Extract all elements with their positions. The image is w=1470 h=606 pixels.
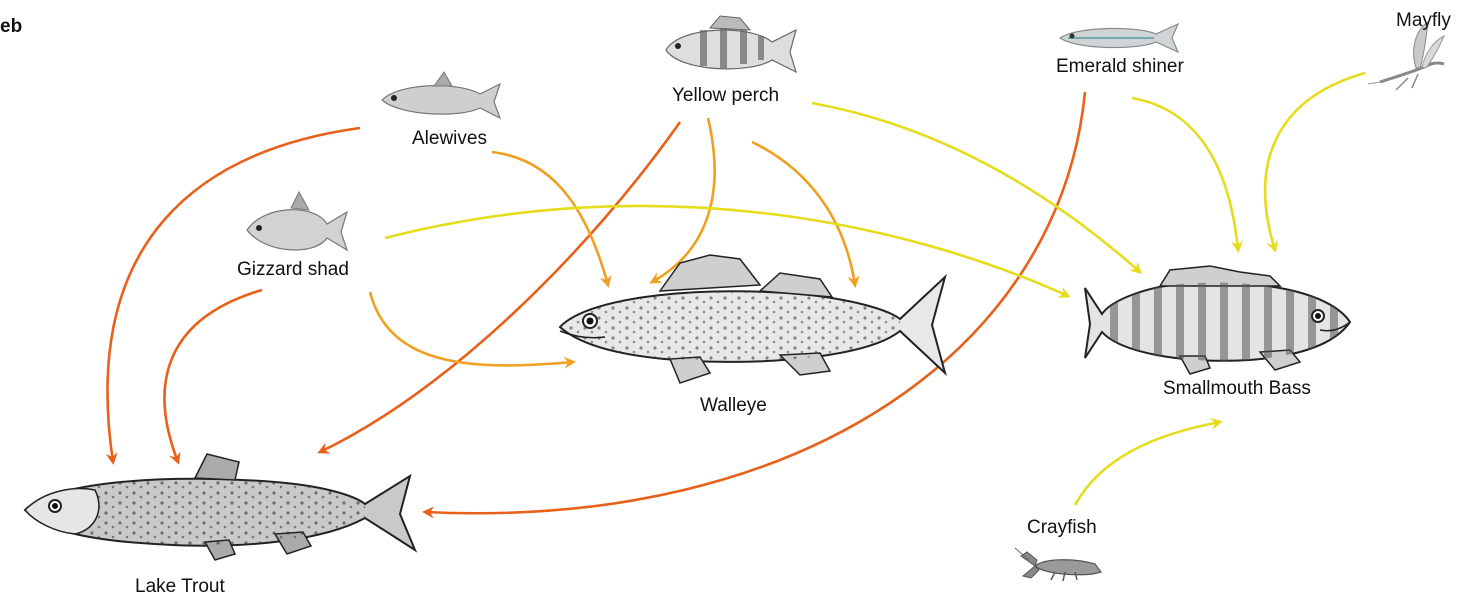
crayfish-icon <box>1015 548 1101 581</box>
arrow-mayfly-to-smallmouth-bass <box>1265 73 1365 250</box>
label-emerald-shiner: Emerald shiner <box>1056 56 1184 78</box>
yellow-perch-icon <box>666 16 796 72</box>
label-smallmouth-bass: Smallmouth Bass <box>1163 378 1311 400</box>
arrow-yellow-perch-to-lake-trout <box>320 122 680 452</box>
label-mayfly: Mayfly <box>1396 10 1451 32</box>
label-alewives: Alewives <box>412 128 487 150</box>
label-gizzard-shad: Gizzard shad <box>237 259 349 281</box>
gizzard-shad-icon <box>247 192 347 250</box>
arrow-yellow-perch-to-smallmouth-bass <box>812 103 1140 272</box>
arrow-gizzard-shad-to-lake-trout <box>165 290 262 462</box>
arrow-alewives-to-lake-trout <box>108 128 360 462</box>
walleye-icon <box>560 255 945 383</box>
arrow-crayfish-to-smallmouth-bass <box>1075 422 1220 505</box>
label-walleye: Walleye <box>700 395 767 417</box>
emerald-shiner-icon <box>1060 24 1178 52</box>
arrow-emerald-shiner-to-smallmouth-bass <box>1132 98 1238 250</box>
label-crayfish: Crayfish <box>1027 517 1097 539</box>
smallmouth-bass-icon <box>1085 266 1350 374</box>
lake-trout-icon <box>25 454 415 560</box>
arrow-alewives-to-walleye <box>492 152 608 285</box>
arrow-gizzard-shad-to-walleye <box>370 292 573 365</box>
mayfly-icon <box>1368 22 1444 90</box>
label-lake-trout: Lake Trout <box>135 576 225 598</box>
label-yellow-perch: Yellow perch <box>672 85 779 107</box>
alewife-icon <box>382 72 500 118</box>
